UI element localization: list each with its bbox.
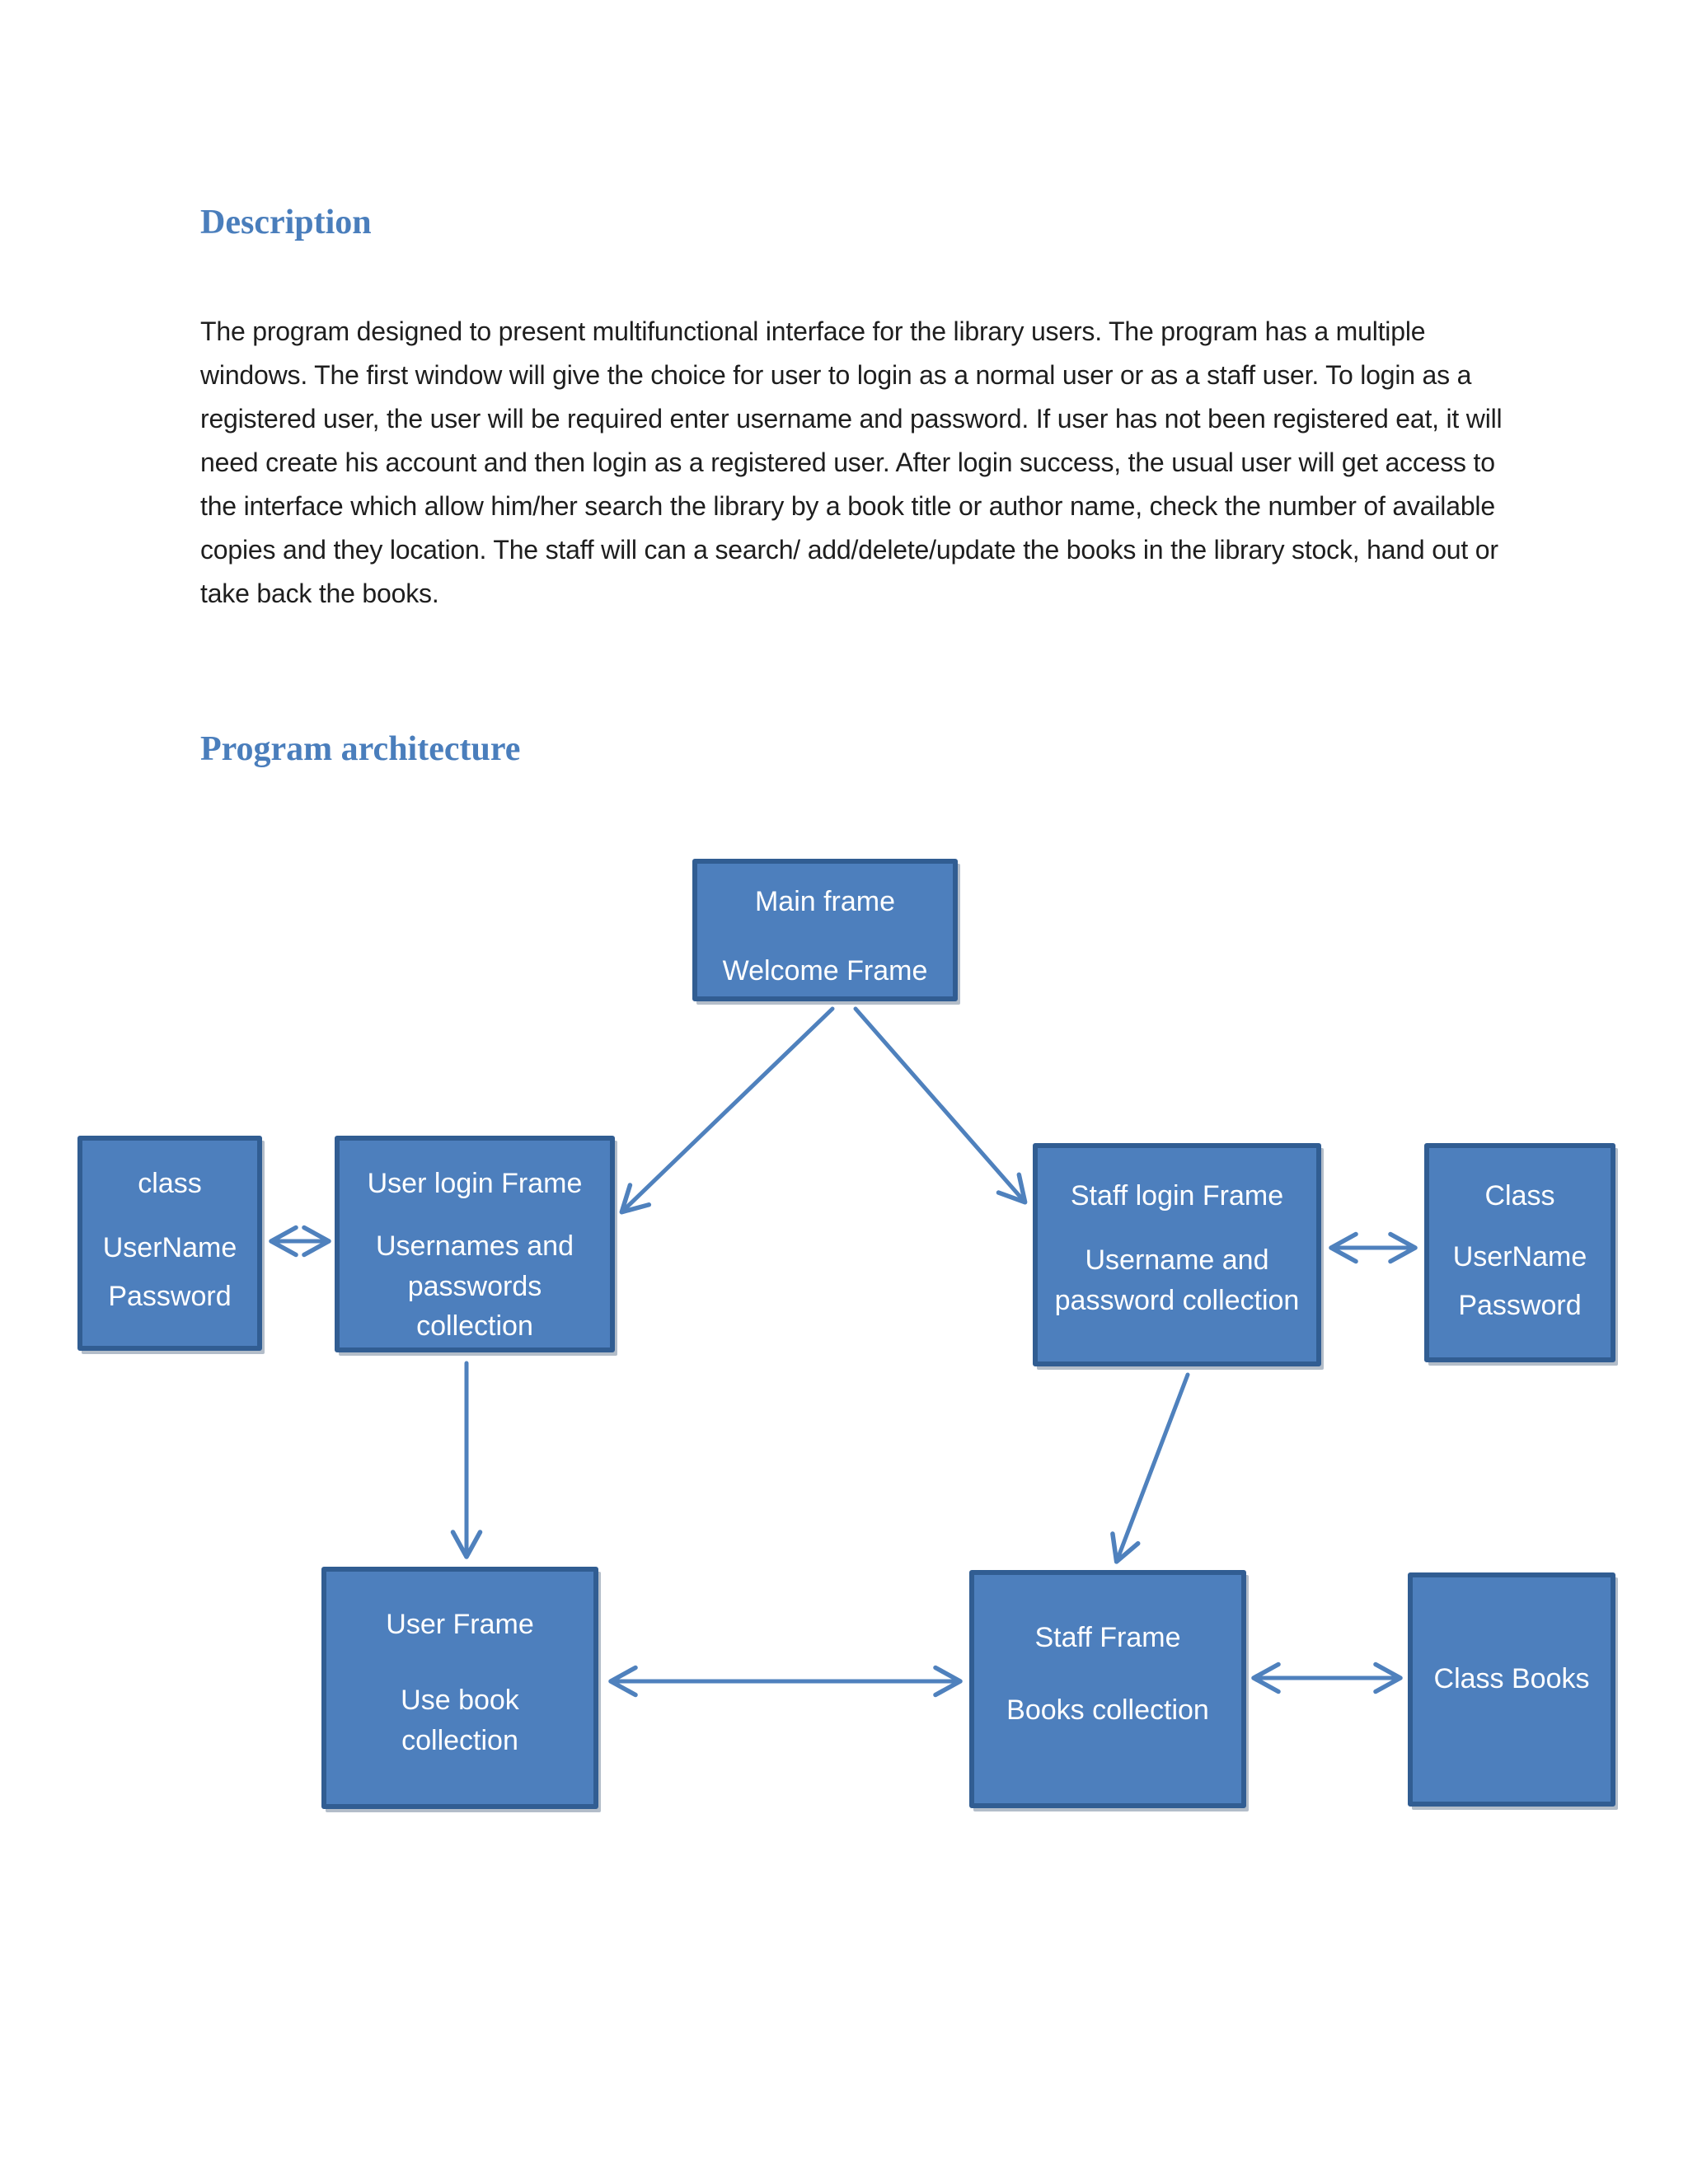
- arrow-staff-login-to-staff-frame: [1110, 1372, 1190, 1564]
- node-subtitle: Welcome Frame: [722, 955, 928, 987]
- node-field-password: Password: [1458, 1289, 1582, 1321]
- node-title: class: [138, 1168, 202, 1199]
- node-subtitle: Username and password collection: [1054, 1244, 1300, 1316]
- node-field-password: Password: [108, 1280, 232, 1312]
- node-title: User Frame: [386, 1609, 534, 1640]
- node-title: Class Books: [1433, 1662, 1590, 1694]
- node-class-username-password-left: class UserName Password: [77, 1136, 262, 1351]
- node-class-username-password-right: Class UserName Password: [1424, 1143, 1615, 1362]
- node-subtitle: Books collection: [1006, 1694, 1209, 1727]
- node-subtitle: Usernames and passwords collection: [375, 1230, 574, 1342]
- node-user-frame: User Frame Use book collection: [321, 1567, 598, 1809]
- heading-program-architecture: Program architecture: [200, 730, 521, 768]
- node-field-username: UserName: [1452, 1241, 1587, 1273]
- node-title: Staff Frame: [1034, 1622, 1181, 1653]
- node-main-frame: Main frame Welcome Frame: [692, 859, 958, 1001]
- node-subtitle: Use book collection: [401, 1685, 519, 1756]
- description-paragraph: The program designed to present multifun…: [200, 316, 1503, 608]
- node-staff-frame: Staff Frame Books collection: [969, 1570, 1246, 1808]
- node-user-login-frame: User login Frame Usernames and passwords…: [335, 1136, 615, 1352]
- node-staff-login-frame: Staff login Frame Username and password …: [1033, 1143, 1321, 1366]
- node-title: Staff login Frame: [1070, 1180, 1284, 1212]
- heading-description: Description: [200, 204, 372, 241]
- arrow-main-to-staff-login: [853, 1006, 1028, 1205]
- node-fields: UserName Password: [103, 1228, 237, 1316]
- node-title: Main frame: [754, 886, 896, 917]
- node-class-books: Class Books: [1408, 1572, 1615, 1807]
- node-title: User login Frame: [367, 1168, 583, 1199]
- node-field-username: UserName: [102, 1232, 237, 1264]
- node-title: Class: [1484, 1180, 1555, 1212]
- arrow-main-to-user-login: [619, 1006, 835, 1215]
- node-fields: UserName Password: [1453, 1237, 1587, 1325]
